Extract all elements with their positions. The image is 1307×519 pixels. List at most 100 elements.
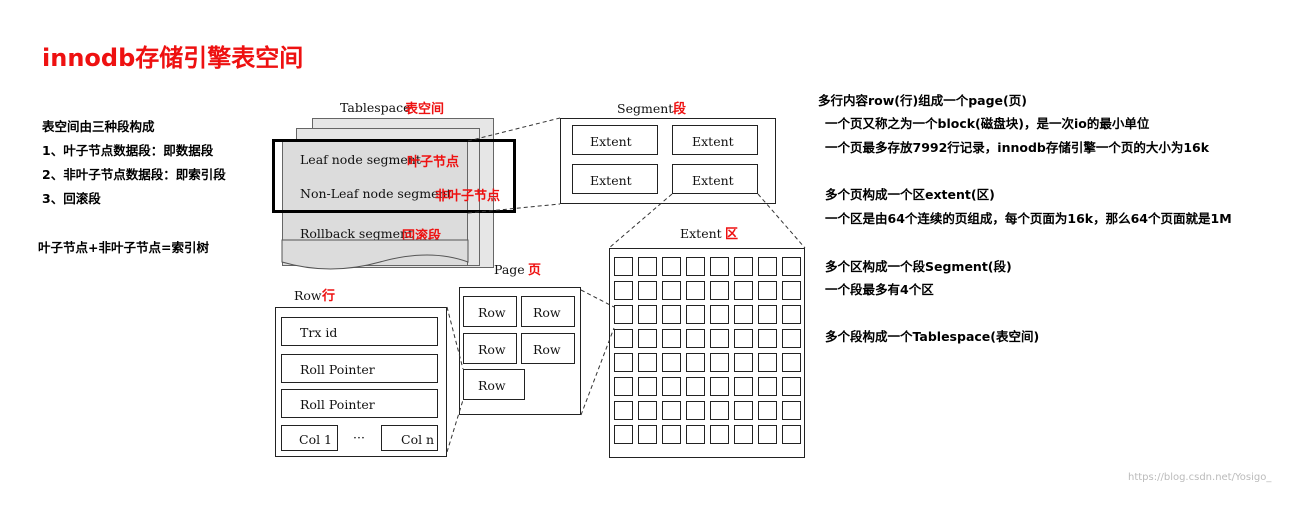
page-grid-cell <box>638 377 657 396</box>
note-line: 多个段构成一个Tablespace(表空间) <box>825 329 1040 344</box>
page-grid-cell <box>662 377 681 396</box>
extent-cell <box>572 164 658 194</box>
page-grid-cell <box>782 257 801 276</box>
row-col-last <box>381 425 438 451</box>
row-label: Row <box>294 288 322 303</box>
page-grid-cell <box>734 329 753 348</box>
page-grid-cell <box>638 305 657 324</box>
page-grid-cell <box>758 305 777 324</box>
row-field-label: Roll Pointer <box>300 397 375 412</box>
row-field <box>281 389 438 418</box>
row-field <box>281 317 438 346</box>
page-grid-cell <box>686 257 705 276</box>
row-cell <box>463 296 517 327</box>
extent-cell-label: Extent <box>590 173 632 188</box>
extent-cell <box>572 125 658 155</box>
page-grid-cell <box>782 281 801 300</box>
connector-line <box>467 117 561 142</box>
page-grid-cell <box>686 305 705 324</box>
tablespace-sheet-wave <box>281 239 469 270</box>
page-grid-cell <box>638 329 657 348</box>
page-grid-cell <box>734 353 753 372</box>
extent-cell-label: Extent <box>692 173 734 188</box>
notes-heading: 表空间由三种段构成 <box>42 119 155 134</box>
page-title: innodb存储引擎表空间 <box>42 44 304 72</box>
row-field <box>281 354 438 383</box>
note-line: 一个区是由64个连续的页组成，每个页面为16k，那么64个页面就是1M <box>825 211 1232 226</box>
extent-label-cn: 区 <box>725 227 739 242</box>
extent-cell-label: Extent <box>692 134 734 149</box>
row-col-ellipsis: ··· <box>353 430 365 445</box>
notes-formula: 叶子节点+非叶子节点=索引树 <box>38 240 209 255</box>
row-col-last-label: Col n <box>401 432 435 447</box>
notes-item: 3、回滚段 <box>42 191 101 206</box>
note-line: 一个页最多存放7992行记录，innodb存储引擎一个页的大小为16k <box>825 140 1210 155</box>
page-grid-cell <box>686 377 705 396</box>
note-line: 一个段最多有4个区 <box>825 282 934 297</box>
page-grid-cell <box>758 401 777 420</box>
page-grid-cell <box>758 425 777 444</box>
page-grid-cell <box>662 425 681 444</box>
page-grid-cell <box>710 377 729 396</box>
page-grid-cell <box>662 401 681 420</box>
page-grid-cell <box>782 353 801 372</box>
page-grid-cell <box>614 257 633 276</box>
note-line: 多个页构成一个区extent(区) <box>825 187 995 202</box>
page-grid-cell <box>662 329 681 348</box>
page-grid-cell <box>710 425 729 444</box>
page-grid-cell <box>782 377 801 396</box>
page-grid-cell <box>638 257 657 276</box>
row-field-label: Trx id <box>300 325 338 340</box>
page-grid-cell <box>734 281 753 300</box>
page-grid-cell <box>758 377 777 396</box>
page-grid-cell <box>662 353 681 372</box>
notes-item: 1、叶子节点数据段：即数据段 <box>42 143 214 158</box>
nonleaf-segment-label-cn: 非叶子节点 <box>435 189 501 204</box>
page-grid-cell <box>758 281 777 300</box>
connector-line <box>608 193 673 249</box>
notes-item: 2、非叶子节点数据段：即索引段 <box>42 167 226 182</box>
page-label-cn: 页 <box>528 263 542 278</box>
connector-line <box>467 203 561 214</box>
page-grid-cell <box>782 425 801 444</box>
row-col-first <box>281 425 338 451</box>
page-grid-cell <box>662 257 681 276</box>
row-cell <box>463 333 517 364</box>
page-grid-cell <box>638 401 657 420</box>
connector-line <box>446 306 464 370</box>
page-grid-cell <box>614 281 633 300</box>
row-field-label: Roll Pointer <box>300 362 375 377</box>
page-grid-cell <box>686 329 705 348</box>
tablespace-label: Tablespace <box>340 100 411 115</box>
segment-label: Segment <box>617 101 674 116</box>
nonleaf-segment-label: Non-Leaf node segment <box>300 186 452 201</box>
page-grid-cell <box>734 377 753 396</box>
page-grid-cell <box>734 425 753 444</box>
segment-label-cn: 段 <box>673 102 687 117</box>
page-grid-cell <box>758 353 777 372</box>
note-line: 多个区构成一个段Segment(段) <box>825 259 1012 274</box>
page-grid-cell <box>710 329 729 348</box>
row-cell <box>463 369 525 400</box>
row-cell-label: Row <box>478 305 506 320</box>
watermark: https://blog.csdn.net/Yosigo_ <box>1128 472 1272 483</box>
row-cell-label: Row <box>478 342 506 357</box>
page-grid-cell <box>614 353 633 372</box>
page-grid-cell <box>614 329 633 348</box>
page-grid-cell <box>686 401 705 420</box>
index-segments-highlight <box>272 139 516 213</box>
page-grid-cell <box>782 305 801 324</box>
page-label: Page <box>494 262 525 277</box>
page-grid-cell <box>710 305 729 324</box>
extent-label: Extent <box>680 226 722 241</box>
page-grid-cell <box>614 377 633 396</box>
connector-line <box>757 193 806 249</box>
rollback-segment-label: Rollback segment <box>300 226 414 241</box>
row-label-cn: 行 <box>322 289 336 304</box>
page-grid-cell <box>662 281 681 300</box>
page-grid-cell <box>614 425 633 444</box>
row-col-first-label: Col 1 <box>299 432 333 447</box>
page-grid-cell <box>710 281 729 300</box>
extent-cell <box>672 125 758 155</box>
